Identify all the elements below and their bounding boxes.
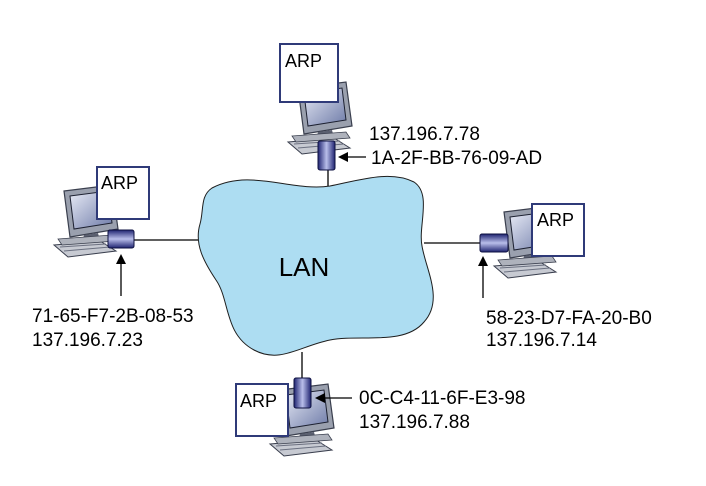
top-arp-table — [279, 43, 339, 103]
bottom-arp-label: ARP — [240, 391, 277, 411]
bottom-mac: 0C-C4-11-6F-E3-98 — [359, 388, 525, 409]
right-mac: 58-23-D7-FA-20-B0 — [486, 308, 652, 329]
left-mac: 71-65-F7-2B-08-53 — [32, 306, 194, 327]
top-ip: 137.196.7.78 — [369, 124, 480, 145]
top-arp-label: ARP — [285, 51, 322, 71]
left-ip: 137.196.7.23 — [32, 330, 143, 351]
bottom-adapter — [293, 377, 312, 409]
right-arp-label: ARP — [537, 210, 574, 230]
left-arp-label: ARP — [101, 173, 138, 193]
left-host: ARP — [53, 166, 150, 258]
left-adapter — [107, 229, 135, 249]
right-arp-table — [531, 203, 585, 257]
bottom-ip: 137.196.7.88 — [359, 412, 470, 433]
bottom-host: ARP — [235, 377, 335, 457]
lan-label: LAN — [279, 252, 330, 282]
top-mac: 1A-2F-BB-76-09-AD — [371, 148, 542, 169]
bottom-arp-table — [235, 383, 289, 437]
lan-cloud — [197, 175, 434, 356]
top-host: ARP — [279, 43, 353, 171]
right-adapter — [479, 233, 509, 253]
right-host: ARP — [479, 203, 585, 279]
top-adapter — [317, 140, 336, 171]
left-arp-table — [96, 166, 150, 220]
right-ip: 137.196.7.14 — [486, 330, 597, 351]
